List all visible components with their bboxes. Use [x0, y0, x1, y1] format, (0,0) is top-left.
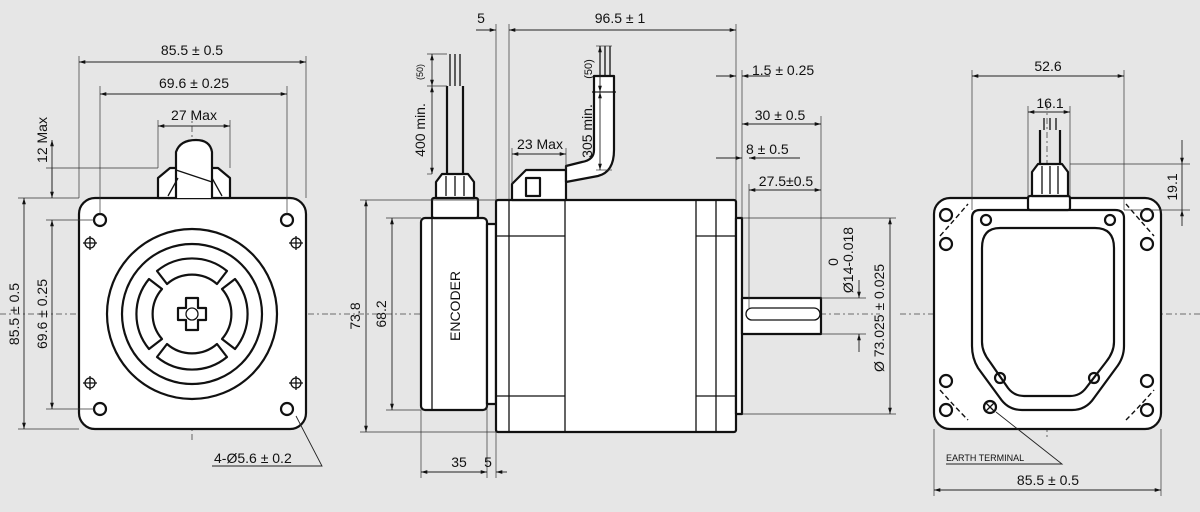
side-flange-gap-dim: 5 [477, 10, 485, 26]
side-lead-strip-b-dim: (50) [583, 59, 595, 79]
rear-view: 52.6 16.1 19.1 EARTH TERMINAL 85.5 ± 0.5 [900, 58, 1200, 496]
side-key-len-dim: 27.5±0.5 [759, 173, 814, 189]
side-pilot-dia-dim: Ø 73.025 ± 0.025 [871, 264, 887, 372]
earth-terminal-label: EARTH TERMINAL [946, 453, 1024, 463]
rear-gland-height-dim: 19.1 [1164, 173, 1180, 200]
side-height-dim: 73.8 [347, 302, 363, 329]
front-width-dim: 85.5 ± 0.5 [161, 42, 223, 58]
front-hole-pitch-v-dim: 69.6 ± 0.25 [34, 279, 50, 349]
side-shaft-len-dim: 30 ± 0.5 [755, 107, 806, 123]
side-encoder-height-dim: 68.2 [373, 300, 389, 327]
rear-cover-width-dim: 52.6 [1034, 58, 1061, 74]
front-hole-pitch-dim: 69.6 ± 0.25 [159, 75, 229, 91]
side-shaft-tol-upper: 0 [825, 258, 841, 266]
side-lead-strip-a-dim: (50) [415, 64, 425, 80]
side-total-length-dim: 96.5 ± 1 [595, 10, 646, 26]
rear-width-dim: 85.5 ± 0.5 [1017, 472, 1079, 488]
side-lead-b-dim: 305 min. [579, 104, 595, 158]
rear-gland-width-dim: 16.1 [1036, 95, 1063, 111]
side-connector-max-dim: 23 Max [517, 136, 563, 152]
encoder-label: ENCODER [447, 271, 463, 341]
side-view: 5 96.5 ± 1 1.5 ± 0.25 30 ± 0.5 8 ± 0.5 2… [330, 10, 896, 478]
side-shaft-dia-dim: Ø14-0.018 [840, 227, 856, 293]
side-key-offset-dim: 8 ± 0.5 [746, 141, 789, 157]
side-encoder-len-dim: 35 [451, 454, 467, 470]
side-encoder-gap-dim: 5 [484, 454, 492, 470]
side-lead-min-dim: 400 min. [412, 103, 428, 157]
front-view: 85.5 ± 0.5 69.6 ± 0.25 27 Max 12 Max 85.… [0, 42, 330, 467]
front-cable-max-dim: 27 Max [171, 107, 217, 123]
front-mount-holes-dim: 4-Ø5.6 ± 0.2 [214, 450, 292, 466]
front-cable-height-dim: 12 Max [34, 117, 50, 163]
side-step-dim: 1.5 ± 0.25 [752, 62, 814, 78]
front-height-dim: 85.5 ± 0.5 [6, 283, 22, 345]
